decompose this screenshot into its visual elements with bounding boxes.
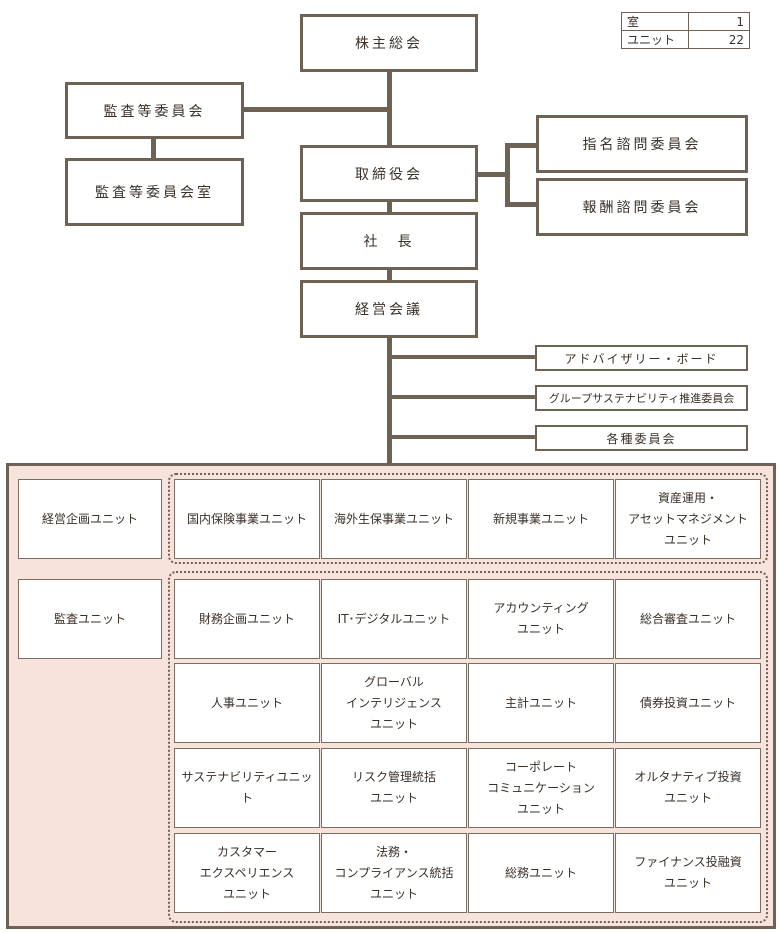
connector-line (389, 435, 536, 439)
connector-line (387, 70, 392, 146)
corporate-unit-box: オルタナティブ投資 ユニット (615, 748, 761, 828)
connector-line (505, 202, 538, 207)
legend-row: 室 1 (621, 12, 750, 31)
business-unit-box: 海外生保事業ユニット (321, 479, 467, 559)
shareholders-meeting-box: 株主総会 (300, 14, 478, 72)
corporate-unit-box: 法務・ コンプライアンス統括 ユニット (321, 833, 467, 913)
corporate-unit-box: ファイナンス投融資 ユニット (615, 833, 761, 913)
corporate-unit-box: グローバル インテリジェンス ユニット (321, 663, 467, 743)
corporate-unit-box: IT･デジタルユニット (321, 579, 467, 659)
legend-table: 室 1 ユニット 22 (621, 12, 750, 49)
board-of-directors-box: 取締役会 (300, 145, 478, 202)
compensation-committee-box: 報酬諮問委員会 (536, 178, 748, 236)
corporate-unit-box: 主計ユニット (468, 663, 614, 743)
business-unit-box: 国内保険事業ユニット (174, 479, 320, 559)
audit-committee-office-box: 監査等委員会室 (65, 158, 244, 226)
connector-line (478, 172, 508, 177)
audit-committee-box: 監査等委員会 (65, 82, 244, 139)
connector-line (243, 107, 389, 112)
connector-line (151, 137, 156, 160)
connector-line (387, 336, 392, 466)
president-box: 社 長 (300, 212, 478, 270)
legend-label: 室 (621, 12, 689, 31)
planning-unit-box: 経営企画ユニット (18, 479, 162, 559)
business-unit-box: 新規事業ユニット (468, 479, 614, 559)
business-units-group (168, 473, 768, 564)
corporate-unit-box: サステナビリティユニット (174, 748, 320, 828)
advisory-board-box: アドバイザリー・ボード (535, 345, 748, 371)
audit-unit-box: 監査ユニット (18, 579, 162, 659)
corporate-unit-box: カスタマー エクスペリエンス ユニット (174, 833, 320, 913)
corporate-unit-box: 財務企画ユニット (174, 579, 320, 659)
corporate-unit-box: 人事ユニット (174, 663, 320, 743)
corporate-unit-box: アカウンティング ユニット (468, 579, 614, 659)
corporate-unit-box: コーポレート コミュニケーション ユニット (468, 748, 614, 828)
various-committees-box: 各種委員会 (535, 425, 748, 451)
corporate-unit-box: 総務ユニット (468, 833, 614, 913)
legend-row: ユニット 22 (621, 30, 750, 49)
connector-line (389, 355, 536, 359)
corporate-unit-box: 総合審査ユニット (615, 579, 761, 659)
corporate-unit-box: 債券投資ユニット (615, 663, 761, 743)
nomination-committee-box: 指名諮問委員会 (536, 115, 748, 173)
legend-label: ユニット (621, 30, 689, 49)
connector-line (387, 268, 392, 282)
connector-line (505, 143, 538, 148)
connector-line (505, 143, 510, 207)
connector-line (387, 200, 392, 214)
legend-value: 22 (688, 30, 750, 49)
legend-value: 1 (688, 12, 750, 31)
connector-line (389, 395, 536, 399)
business-unit-box: 資産運用・ アセットマネジメント ユニット (615, 479, 761, 559)
management-meeting-box: 経営会議 (300, 280, 478, 338)
corporate-units-group (168, 571, 768, 923)
sustainability-committee-box: グループサステナビリティ推進委員会 (535, 385, 748, 411)
corporate-unit-box: リスク管理統括 ユニット (321, 748, 467, 828)
